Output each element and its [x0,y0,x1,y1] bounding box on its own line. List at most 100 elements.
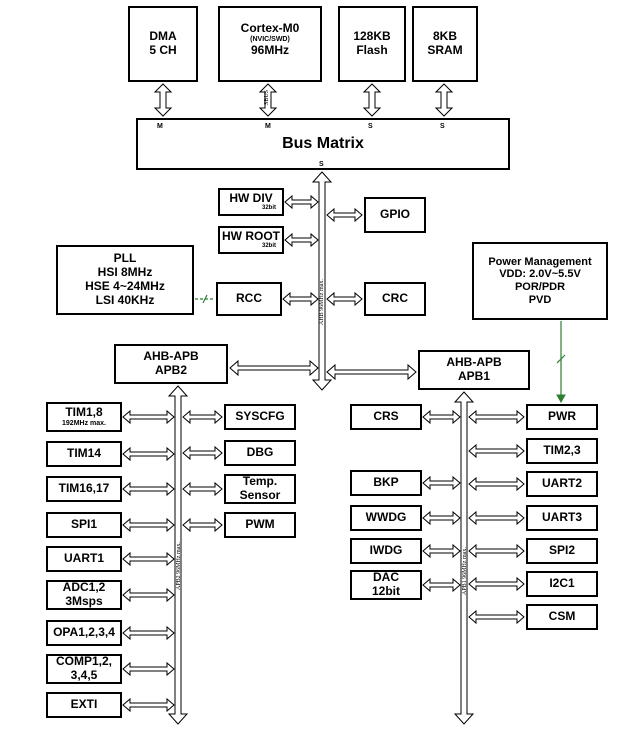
apb2-pwm: PWM [224,512,296,538]
apb2-right-connector-1 [182,445,223,461]
cortex-arrow-label: SBUS [264,89,270,105]
pll-title: PLL [113,251,137,266]
apb2-spi1-label: SPI1 [70,517,97,532]
bus-matrix-port-flash: S [368,123,373,130]
power-pwr-arrowhead [556,394,566,404]
apb2-spi1: SPI1 [46,512,122,538]
apb1-crs-label: CRS [373,409,399,424]
ahb-bus-label: AHB 96MHz max. [319,279,325,325]
apb2-left-connector-1 [122,446,175,462]
apb1-right-connector-3 [468,510,525,526]
apb2-bus-label: APB2 96MHz max. [176,542,182,590]
apb2-opa-label: OPA1,2,3,4 [53,625,115,640]
apb2-tim1-8-label: TIM1,8 [65,405,103,420]
apb2-left-connector-6 [122,625,175,641]
apb1-right-connector-4 [468,543,525,559]
apb1-bkp: BKP [350,470,422,496]
hw-root-label: HW ROOT [222,228,280,243]
apb2-dbg: DBG [224,440,296,466]
apb1-wwdg: WWDG [350,505,422,531]
apb2-tim14: TIM14 [46,441,122,467]
apb2-adc1-2-label: ADC1,2 [62,580,106,595]
apb2-tim16-17: TIM16,17 [46,476,122,502]
bus-matrix-port-sram: S [440,123,445,130]
apb2-uart1-label: UART1 [63,551,104,566]
hw-root-block: HW ROOT 32bit [218,226,284,254]
apb2-pwm-label: PWM [245,517,275,532]
apb2-dbg-label: DBG [246,445,274,460]
rcc-connector [282,291,319,307]
cortex-nvic-swd: (NVIC/SWD) [250,35,290,43]
pll-block: PLL HSI 8MHz HSE 4~24MHz LSI 40KHz [56,245,194,315]
hw-div-label: HW DIV [229,190,273,205]
apb1-bus-arrow [453,391,475,725]
cortex-frequency: 96MHz [250,42,289,57]
apb1-tim2-3-label: TIM2,3 [543,443,581,458]
apb1-spi2: SPI2 [526,538,598,564]
apb1-left-connector-3 [422,543,461,559]
apb2-bridge-name: APB2 [154,363,187,377]
bus-matrix-port-cortex: M [265,123,271,130]
power-vdd: VDD: 2.0V~5.5V [499,268,581,281]
crc-connector [326,291,363,307]
hw-div-block: HW DIV 32bit [218,188,284,216]
apb2-exti: EXTI [46,692,122,718]
apb2-syscfg-label: SYSCFG [235,409,285,424]
apb1-csm-label: CSM [548,609,576,624]
cortex-m0-block: Cortex-M0 (NVIC/SWD) 96MHz [218,6,322,82]
dma-label: DMA [149,29,177,44]
hw-div-width: 32bit [261,205,276,212]
apb1-bridge-connector [326,363,417,381]
apb1-crs: CRS [350,404,422,430]
gpio-label: GPIO [379,207,410,222]
apb2-right-connector-3 [182,517,223,533]
cortex-label: Cortex-M0 [240,21,300,35]
cortex-bus-arrow [258,83,278,117]
apb1-wwdg-label: WWDG [365,510,407,525]
apb2-bridge-connector [229,359,319,377]
apb2-opa: OPA1,2,3,4 [46,620,122,646]
hw-root-connector [284,232,319,248]
apb1-iwdg-label: IWDG [369,543,403,558]
apb2-left-connector-2 [122,481,175,497]
apb1-uart3-label: UART3 [541,510,582,525]
apb1-uart2-label: UART2 [541,476,582,491]
apb2-syscfg: SYSCFG [224,404,296,430]
apb2-adc1-2-rate: 3Msps [65,594,103,608]
rcc-block: RCC [216,282,282,316]
apb1-uart3: UART3 [526,505,598,531]
apb2-tim1-8: TIM1,8 192MHz max. [46,402,122,432]
apb2-tim1-8-clock: 192MHz max. [62,419,106,427]
apb1-left-connector-1 [422,475,461,491]
apb1-right-connector-2 [468,476,525,492]
pll-hse: HSE 4~24MHz [85,279,165,293]
apb1-left-connector-2 [422,510,461,526]
apb2-bus-arrow [167,385,189,725]
apb1-right-connector-6 [468,609,525,625]
pll-lsi: LSI 40KHz [95,292,155,307]
apb2-bridge-block: AHB-APB APB2 [114,344,228,384]
apb1-right-connector-1 [468,443,525,459]
apb2-left-connector-0 [122,409,175,425]
apb1-i2c1-label: I2C1 [549,576,575,591]
apb2-uart1: UART1 [46,546,122,572]
flash-bus-arrow [362,83,382,117]
apb1-bridge-block: AHB-APB APB1 [418,350,530,390]
apb1-bkp-label: BKP [373,475,399,490]
apb1-left-connector-0 [422,409,461,425]
crc-block: CRC [364,282,426,316]
bus-matrix-port-dma: M [157,123,163,130]
apb1-left-connector-4 [422,577,461,593]
apb2-exti-label: EXTI [70,697,98,712]
apb2-left-connector-3 [122,517,175,533]
power-pwr-tick [556,354,566,364]
apb2-right-connector-0 [182,409,223,425]
dma-bus-arrow [153,83,173,117]
gpio-block: GPIO [364,197,426,233]
flash-size: 128KB [353,29,391,44]
sram-label: SRAM [427,43,463,57]
rcc-label: RCC [236,291,262,306]
apb1-right-connector-5 [468,576,525,592]
apb1-csm: CSM [526,604,598,630]
